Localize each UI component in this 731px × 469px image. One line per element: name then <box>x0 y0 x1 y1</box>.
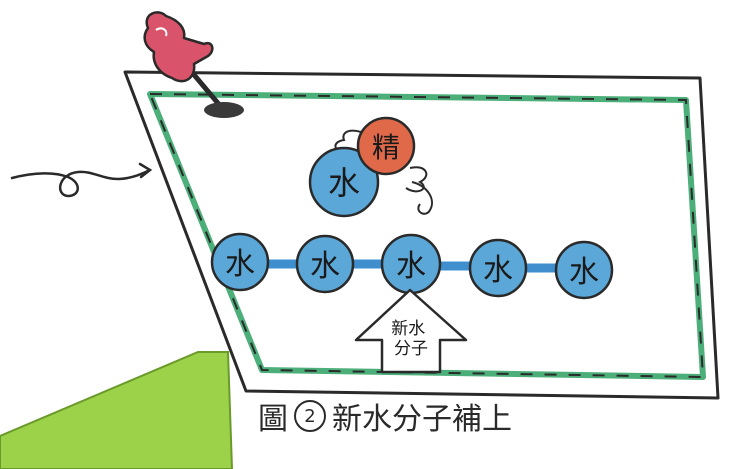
new-water-line-1: 新水 <box>391 319 425 339</box>
chain-molecule-label: 水 <box>225 247 255 282</box>
water-molecule <box>308 146 380 218</box>
spirit-molecule <box>356 116 416 176</box>
push-pin-icon <box>143 11 244 118</box>
chain-molecule-label: 水 <box>483 253 513 288</box>
chain-molecule-label: 水 <box>569 255 599 290</box>
figure-char: 圖 <box>258 402 288 437</box>
water-molecule-label: 水 <box>328 164 360 202</box>
chain-molecule <box>554 240 614 300</box>
caption-text: 新水分子補上 <box>332 402 512 437</box>
chain-molecule <box>468 238 528 298</box>
new-water-line-2: 分子 <box>394 339 428 359</box>
up-arrow: 新水 分子 <box>354 288 468 374</box>
chain-molecule <box>210 232 270 292</box>
water-chain: 水 水 水 水 水 <box>210 232 614 300</box>
squiggle-arrow <box>10 162 153 198</box>
chain-molecule-label: 水 <box>396 249 426 284</box>
figure-caption: 圖 2 新水分子補上 <box>258 398 512 437</box>
chain-molecule-label: 水 <box>310 249 340 284</box>
chain-molecule <box>295 234 355 294</box>
water-spirit-pair: 水 精 <box>308 116 433 218</box>
figure-number: 2 <box>294 400 326 432</box>
tail-squiggle <box>411 181 433 215</box>
spirit-molecule-label: 精 <box>372 131 400 164</box>
new-water-molecule-label: 新水 分子 <box>391 319 430 359</box>
green-strip <box>0 351 234 469</box>
